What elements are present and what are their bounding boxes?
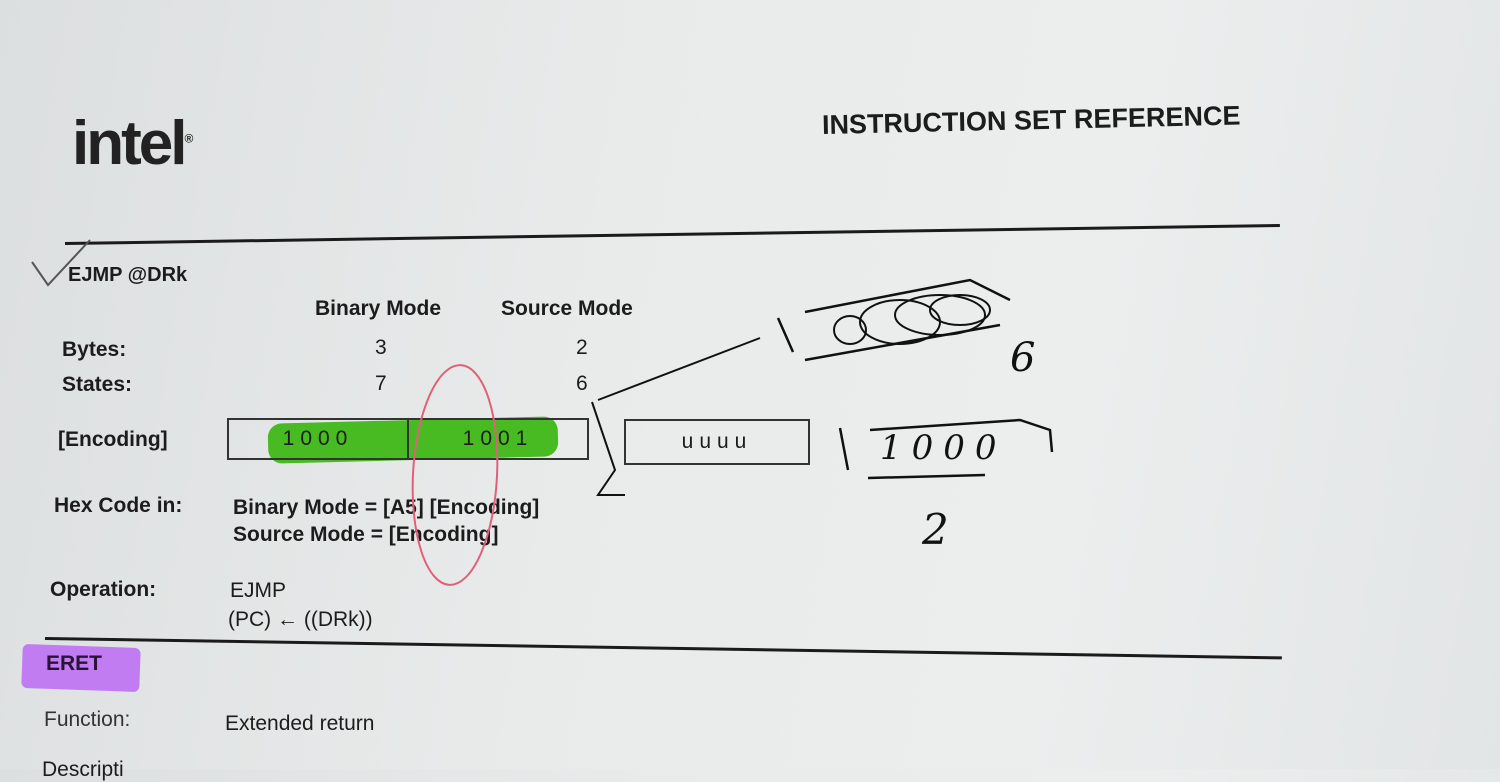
operation-label: Operation: [50,578,157,601]
pink-circle [411,364,499,586]
handwritten-digit-top: 6 [1010,335,1046,381]
scribble-icon [833,294,991,345]
intel-logo: intel® [72,109,194,178]
states-binary: 7 [375,372,387,395]
checkmark-icon [31,239,91,287]
function-label: Function: [44,708,131,731]
encoding-cell-3: uuuu [624,419,810,465]
hex-code-label: Hex Code in: [54,494,183,517]
column-source-mode: Source Mode [501,297,633,320]
hex-source-line: Source Mode = [Encoding] [233,523,499,546]
operation-line-1: EJMP [230,579,287,602]
eret-title: ERET [46,652,103,675]
column-binary-mode: Binary Mode [315,297,442,320]
states-source: 6 [576,372,588,395]
encoding-label: [Encoding] [58,428,168,451]
bytes-label: Bytes: [62,338,127,361]
pen-box [776,278,1011,362]
states-label: States: [62,373,133,396]
bytes-binary: 3 [375,336,387,359]
operation-line-2: (PC) ← ((DRk)) [228,608,373,631]
bytes-source: 2 [576,336,588,359]
handwritten-bits: 1000 [880,428,1007,468]
handwritten-digit-bottom: 2 [922,505,959,554]
ejmp-title: EJMP @DRk [68,264,188,286]
function-value: Extended return [225,712,375,735]
pen-bracket-2 [838,418,1054,480]
pen-bracket [591,337,761,496]
hex-binary-line: Binary Mode = [A5] [Encoding] [233,496,540,519]
